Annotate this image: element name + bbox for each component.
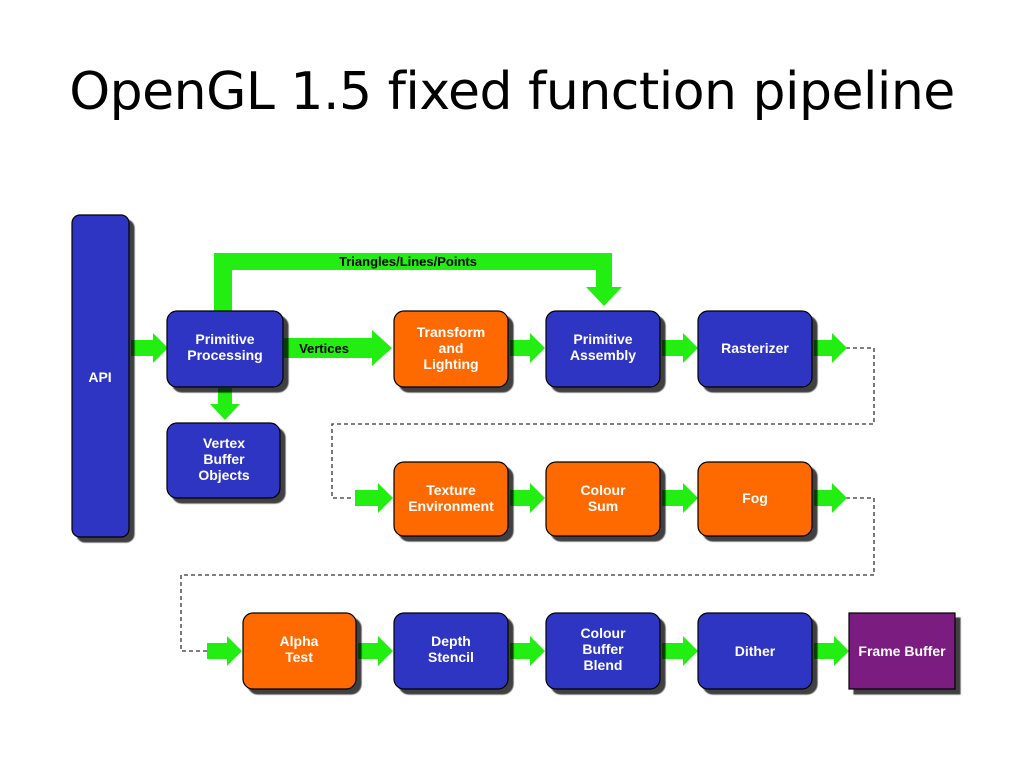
arrow-rasterizer-out [814, 333, 847, 363]
transform-label-1: Transform [417, 324, 485, 340]
texture-environment-box: Texture Environment [393, 461, 509, 537]
frame-buffer-box: Frame Buffer [848, 612, 956, 690]
frame-buffer-label: Frame Buffer [858, 643, 946, 659]
transform-label-2: and [439, 340, 464, 356]
texture-label-2: Environment [408, 498, 494, 514]
dither-label: Dither [735, 643, 776, 659]
transform-label-3: Lighting [423, 356, 478, 372]
assembly-label-1: Primitive [573, 331, 632, 347]
arrow-dither-to-frame-buffer [814, 636, 849, 666]
blend-label-3: Blend [584, 657, 623, 673]
api-label: API [88, 369, 111, 385]
primitive-processing-label-1: Primitive [195, 331, 254, 347]
depth-label-2: Stencil [428, 649, 474, 665]
triangles-lines-points-arrow: Triangles/Lines/Points [214, 253, 622, 318]
colour-buffer-blend-box: Colour Buffer Blend [545, 612, 661, 690]
primitive-assembly-box: Primitive Assembly [545, 310, 661, 388]
arrow-alpha-to-depth [358, 636, 393, 666]
dashed-connector-row1-row2 [331, 347, 875, 499]
arrow-primitive-processing-to-vbo [210, 388, 240, 420]
arrow-assembly-to-rasterizer [662, 333, 698, 363]
fog-box: Fog [697, 461, 813, 537]
vbo-label-3: Objects [198, 467, 250, 483]
fog-label: Fog [742, 490, 768, 506]
dither-box: Dither [697, 612, 813, 690]
arrow-texture-to-colour-sum [510, 483, 545, 513]
primitive-processing-box: Primitive Processing [166, 310, 284, 388]
vbo-label-2: Buffer [203, 451, 245, 467]
arrow-blend-to-dither [662, 636, 698, 666]
alpha-label-2: Test [285, 649, 313, 665]
vertices-label: Vertices [299, 341, 349, 356]
colour-sum-label-2: Sum [588, 498, 618, 514]
colour-sum-label-1: Colour [580, 482, 626, 498]
vbo-label-1: Vertex [203, 435, 245, 451]
alpha-test-box: Alpha Test [242, 612, 357, 690]
arrow-api-to-primitive-processing [131, 333, 168, 363]
depth-stencil-box: Depth Stencil [393, 612, 509, 690]
api-box: API [71, 214, 130, 538]
assembly-label-2: Assembly [570, 347, 636, 363]
rasterizer-label: Rasterizer [721, 340, 789, 356]
colour-sum-box: Colour Sum [545, 461, 661, 537]
arrow-transform-to-assembly [510, 333, 545, 363]
arrow-depth-to-blend [510, 636, 545, 666]
texture-label-1: Texture [426, 482, 476, 498]
triangles-lines-points-label: Triangles/Lines/Points [339, 254, 477, 269]
blend-label-2: Buffer [582, 641, 624, 657]
rasterizer-box: Rasterizer [697, 310, 813, 388]
dashed-connector-row2-row3 [180, 497, 875, 652]
arrow-fog-out [814, 483, 847, 513]
arrow-colour-sum-to-fog [662, 483, 698, 513]
vertices-arrow: Vertices [284, 330, 392, 366]
slide-title: OpenGL 1.5 fixed function pipeline [69, 62, 955, 122]
arrow-into-texture-environment [355, 483, 393, 513]
blend-label-1: Colour [580, 625, 626, 641]
alpha-label-1: Alpha [280, 633, 319, 649]
primitive-processing-label-2: Processing [187, 347, 262, 363]
vertex-buffer-objects-box: Vertex Buffer Objects [166, 422, 281, 499]
arrow-into-alpha-test [207, 636, 242, 666]
transform-lighting-box: Transform and Lighting [393, 310, 509, 388]
depth-label-1: Depth [431, 633, 471, 649]
